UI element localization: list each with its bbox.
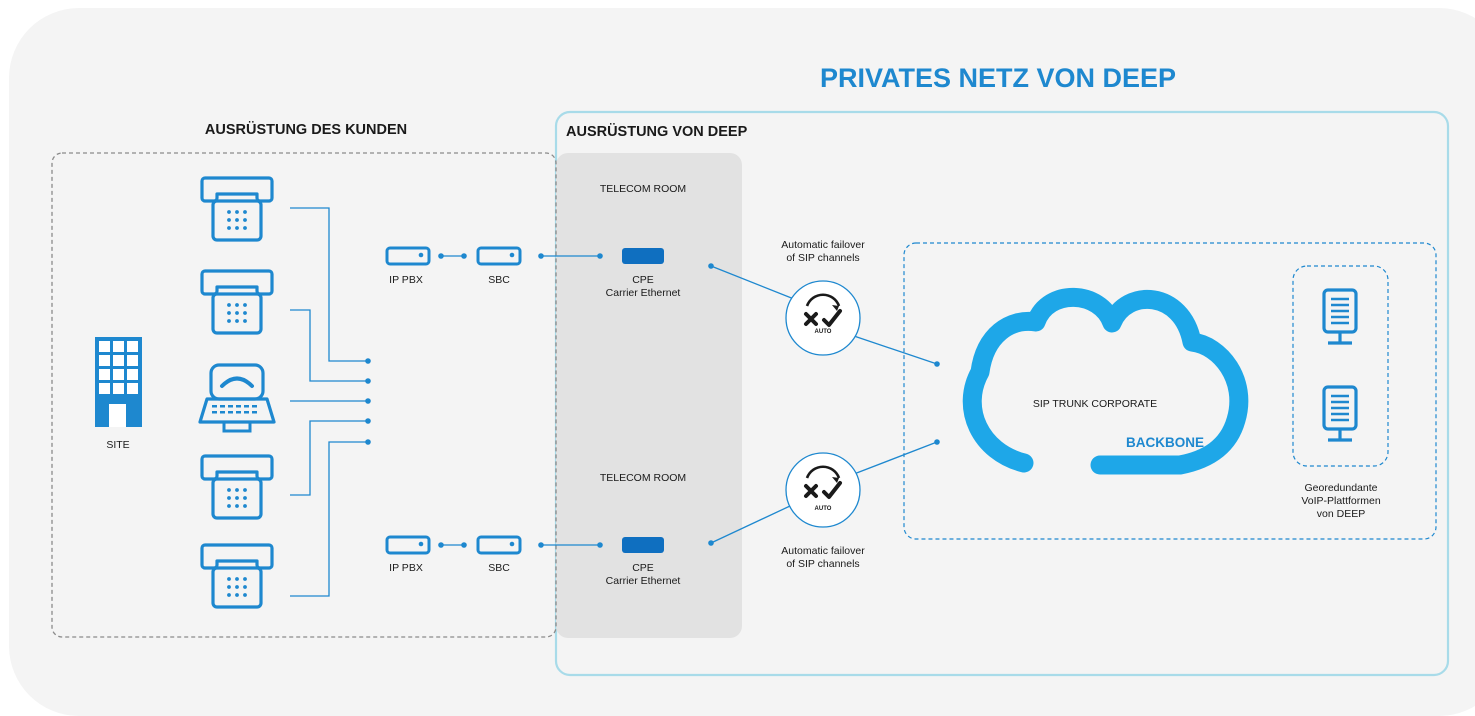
desk-phone-icon bbox=[200, 543, 274, 609]
ip-pbx-device-icon bbox=[385, 246, 431, 266]
telecom-room-label: TELECOM ROOM bbox=[599, 472, 687, 484]
platform-frame bbox=[903, 242, 1437, 540]
ip-pbx-label: IP PBX bbox=[389, 274, 423, 286]
sbc-label: SBC bbox=[488, 562, 510, 574]
desk-phone-icon bbox=[200, 269, 274, 335]
failover-icon bbox=[784, 279, 862, 357]
device-links bbox=[441, 255, 938, 546]
conference-phone-icon bbox=[198, 363, 276, 433]
cpe-device-icon bbox=[622, 248, 664, 264]
failover-icon bbox=[784, 451, 862, 529]
cloud-label: SIP TRUNK CORPORATE bbox=[1032, 398, 1158, 410]
site-label: SITE bbox=[106, 439, 130, 451]
main-title: PRIVATES NETZ VON DEEP bbox=[819, 63, 1177, 93]
sbc-device-icon bbox=[476, 246, 522, 266]
auto-badge-label: AUTO bbox=[814, 506, 832, 512]
auto-badge-label: AUTO bbox=[814, 329, 832, 335]
connection-dots bbox=[365, 358, 371, 445]
sbc-device-icon bbox=[476, 535, 522, 555]
telecom-room-label: TELECOM ROOM bbox=[599, 183, 687, 195]
customer-section-title: AUSRÜSTUNG DES KUNDEN bbox=[204, 122, 408, 138]
cpe-device-icon bbox=[622, 537, 664, 553]
server-group-frame bbox=[1292, 265, 1389, 467]
telecom-room-panel bbox=[556, 153, 742, 638]
link-dots bbox=[438, 253, 940, 548]
ip-pbx-device-icon bbox=[385, 535, 431, 555]
server-icon bbox=[1322, 385, 1358, 442]
building-icon bbox=[95, 337, 142, 427]
desk-phone-icon bbox=[200, 176, 274, 242]
backbone-label: BACKBONE bbox=[1125, 435, 1205, 450]
phone-connections bbox=[290, 207, 368, 597]
sbc-label: SBC bbox=[488, 274, 510, 286]
ip-pbx-label: IP PBX bbox=[389, 562, 423, 574]
customer-equipment-frame bbox=[51, 152, 557, 638]
cloud-icon bbox=[962, 287, 1249, 475]
desk-phone-icon bbox=[200, 454, 274, 520]
server-icon bbox=[1322, 288, 1358, 345]
deep-section-title: AUSRÜSTUNG VON DEEP bbox=[566, 124, 748, 140]
